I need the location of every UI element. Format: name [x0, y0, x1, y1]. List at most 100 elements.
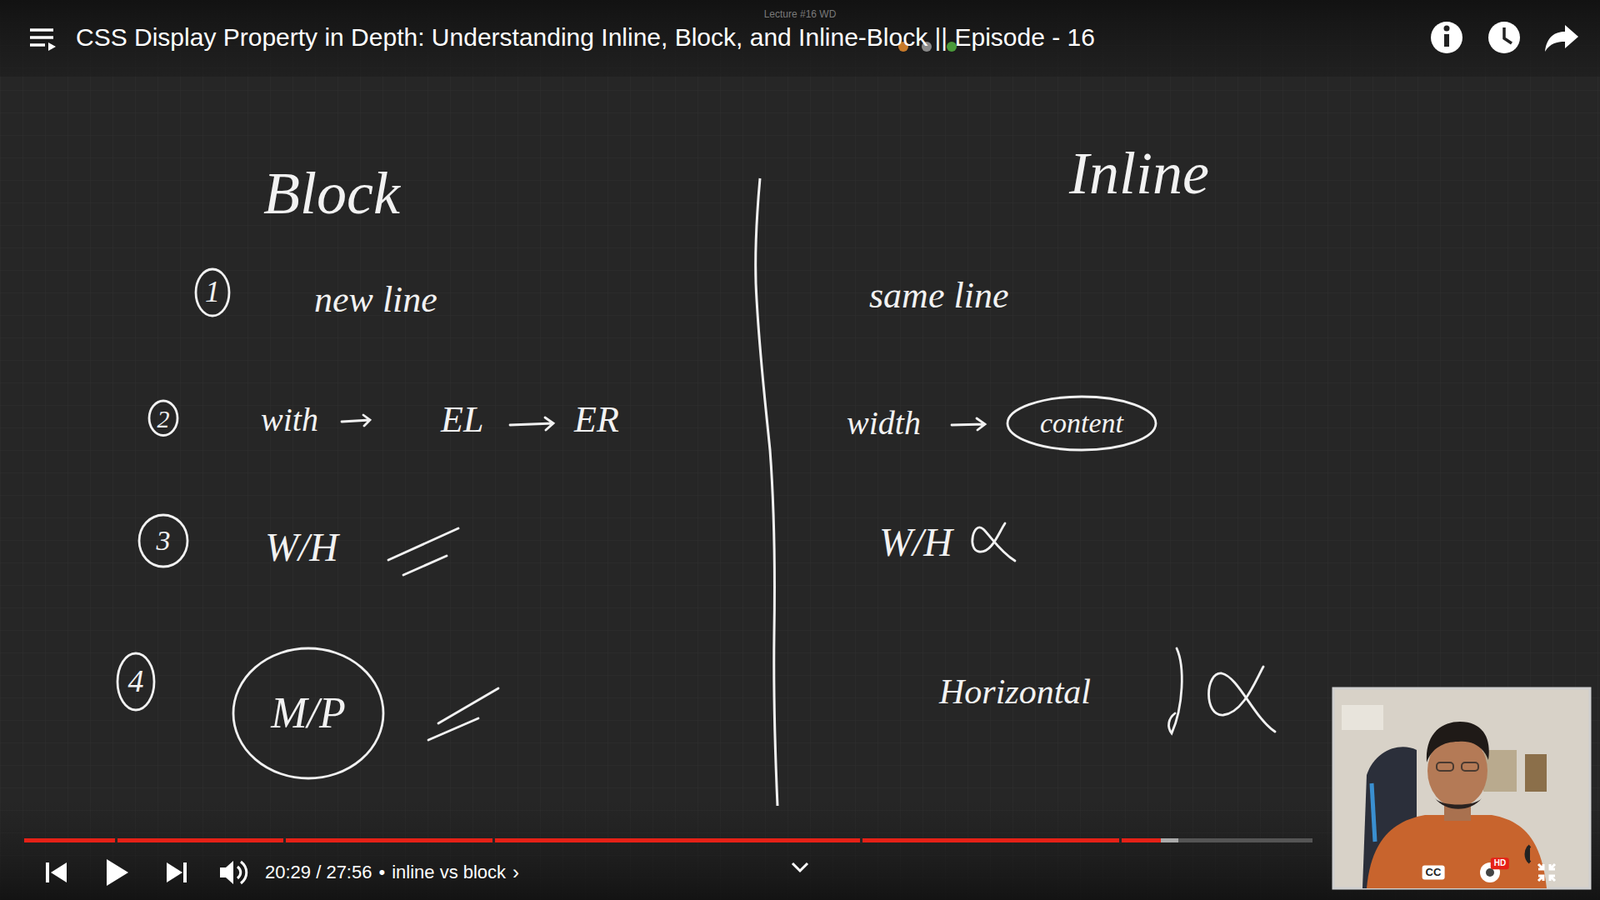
- shirt: [1366, 815, 1547, 889]
- hand-arrow: [341, 415, 370, 426]
- chapter-gap: [283, 837, 286, 844]
- check-mark: [1169, 648, 1183, 734]
- note-text: new line: [314, 279, 438, 322]
- volume-icon: [220, 860, 234, 885]
- circled-note: 3: [137, 513, 190, 569]
- progress-played: [24, 838, 1161, 843]
- microphone: [1526, 845, 1531, 863]
- clock-icon: [1488, 21, 1520, 54]
- circled-text: 4: [128, 664, 145, 700]
- icon-stroke: [1504, 27, 1512, 44]
- circled-text: M/P: [270, 689, 346, 737]
- hair: [1426, 721, 1490, 763]
- hand-arrow: [951, 418, 985, 430]
- next-icon: [183, 862, 187, 883]
- icon-disc: [1488, 21, 1520, 54]
- circled-text: 2: [157, 405, 170, 433]
- icon-shape: [1545, 25, 1579, 52]
- cross-mark: [972, 523, 1015, 561]
- video-title: CSS Display Property in Depth: Understan…: [75, 23, 1095, 53]
- circled-note: 1: [194, 267, 231, 318]
- chapter-gap: [492, 837, 495, 844]
- note-text: width: [846, 404, 921, 443]
- icon-stroke: [48, 42, 56, 51]
- circled-text: 1: [205, 275, 220, 310]
- info-icon: [1430, 21, 1463, 54]
- circled-note: M/P: [231, 646, 385, 780]
- circled-note: content: [1005, 395, 1158, 452]
- prev-icon: [45, 862, 50, 883]
- note-text: W/H: [879, 519, 953, 565]
- separator-dot: •: [378, 861, 385, 883]
- chapter-gap: [860, 837, 863, 844]
- prev-icon: [50, 862, 67, 883]
- play-icon: [106, 859, 129, 886]
- app-title: Lecture #16 WD: [764, 9, 837, 21]
- share-icon: [1545, 25, 1579, 52]
- progress-bar: [24, 837, 1313, 844]
- playlist-icon: [30, 30, 56, 51]
- equal-marks: [428, 688, 499, 740]
- divider-line: [755, 178, 778, 806]
- note-text: same line: [869, 275, 1009, 318]
- note-text: with: [260, 400, 319, 440]
- chapter-gap: [1119, 837, 1122, 844]
- webcam-frame: [1333, 688, 1590, 889]
- hand-ellipse-outline: [1007, 396, 1156, 450]
- column-heading: Block: [263, 159, 400, 229]
- note-text: EL: [440, 399, 484, 442]
- fullscreen-exit-icon: [1538, 864, 1555, 881]
- icon-stroke: [1444, 34, 1450, 47]
- player-controls: [45, 859, 808, 886]
- chapter-chevron: ›: [512, 860, 520, 885]
- next-icon: [166, 862, 183, 883]
- node-text-box: content: [1040, 407, 1124, 439]
- note-text: W/H: [265, 524, 339, 570]
- hand-marks: [341, 415, 1275, 740]
- progress-track: [24, 838, 1313, 843]
- node-text-box: 2: [157, 405, 170, 433]
- icon-disc: [1430, 21, 1463, 54]
- circled-note: 2: [147, 399, 180, 438]
- cross-mark: [1209, 666, 1276, 732]
- circled-text: content: [1040, 407, 1124, 439]
- node-text-box: 3: [156, 525, 171, 556]
- beard: [1435, 798, 1482, 810]
- glasses: [1461, 762, 1479, 771]
- chapter-gap: [115, 837, 118, 844]
- glasses: [1436, 762, 1454, 771]
- icon-dot: [1444, 25, 1450, 32]
- note-text: ER: [574, 399, 620, 442]
- top-bar: [0, 0, 1600, 77]
- equal-marks: [388, 528, 459, 575]
- wall-frame: [1341, 705, 1384, 730]
- node-text-box: M/P: [270, 689, 346, 737]
- hd-badge: HD: [1490, 857, 1510, 870]
- icon-stroke: [30, 28, 54, 32]
- volume-icon: [240, 861, 247, 884]
- shelf-item: [1525, 754, 1547, 792]
- time-display: 20:29 / 27:56: [265, 861, 372, 883]
- hand-arrow: [510, 417, 554, 430]
- node-text-box: 1: [205, 275, 220, 310]
- volume-icon: [237, 866, 241, 879]
- hand-ellipse-outline: [233, 648, 384, 779]
- hand-ellipse-outline: [139, 515, 188, 567]
- cc-badge: CC: [1422, 865, 1445, 880]
- webcam-inset: [1333, 688, 1590, 889]
- icon-stroke: [30, 35, 54, 40]
- hand-ellipse-outline: [195, 269, 230, 316]
- settings-gear: [1485, 868, 1495, 877]
- chair-stripe: [1371, 783, 1375, 842]
- circled-note: 4: [115, 651, 156, 712]
- icon-stroke: [30, 43, 45, 47]
- node-text-box: 4: [128, 664, 145, 700]
- progress-buffer: [1160, 838, 1179, 843]
- chevron-down: [792, 863, 808, 871]
- chapter-name: inline vs block: [391, 861, 506, 883]
- hand-ellipse-outline: [149, 400, 178, 436]
